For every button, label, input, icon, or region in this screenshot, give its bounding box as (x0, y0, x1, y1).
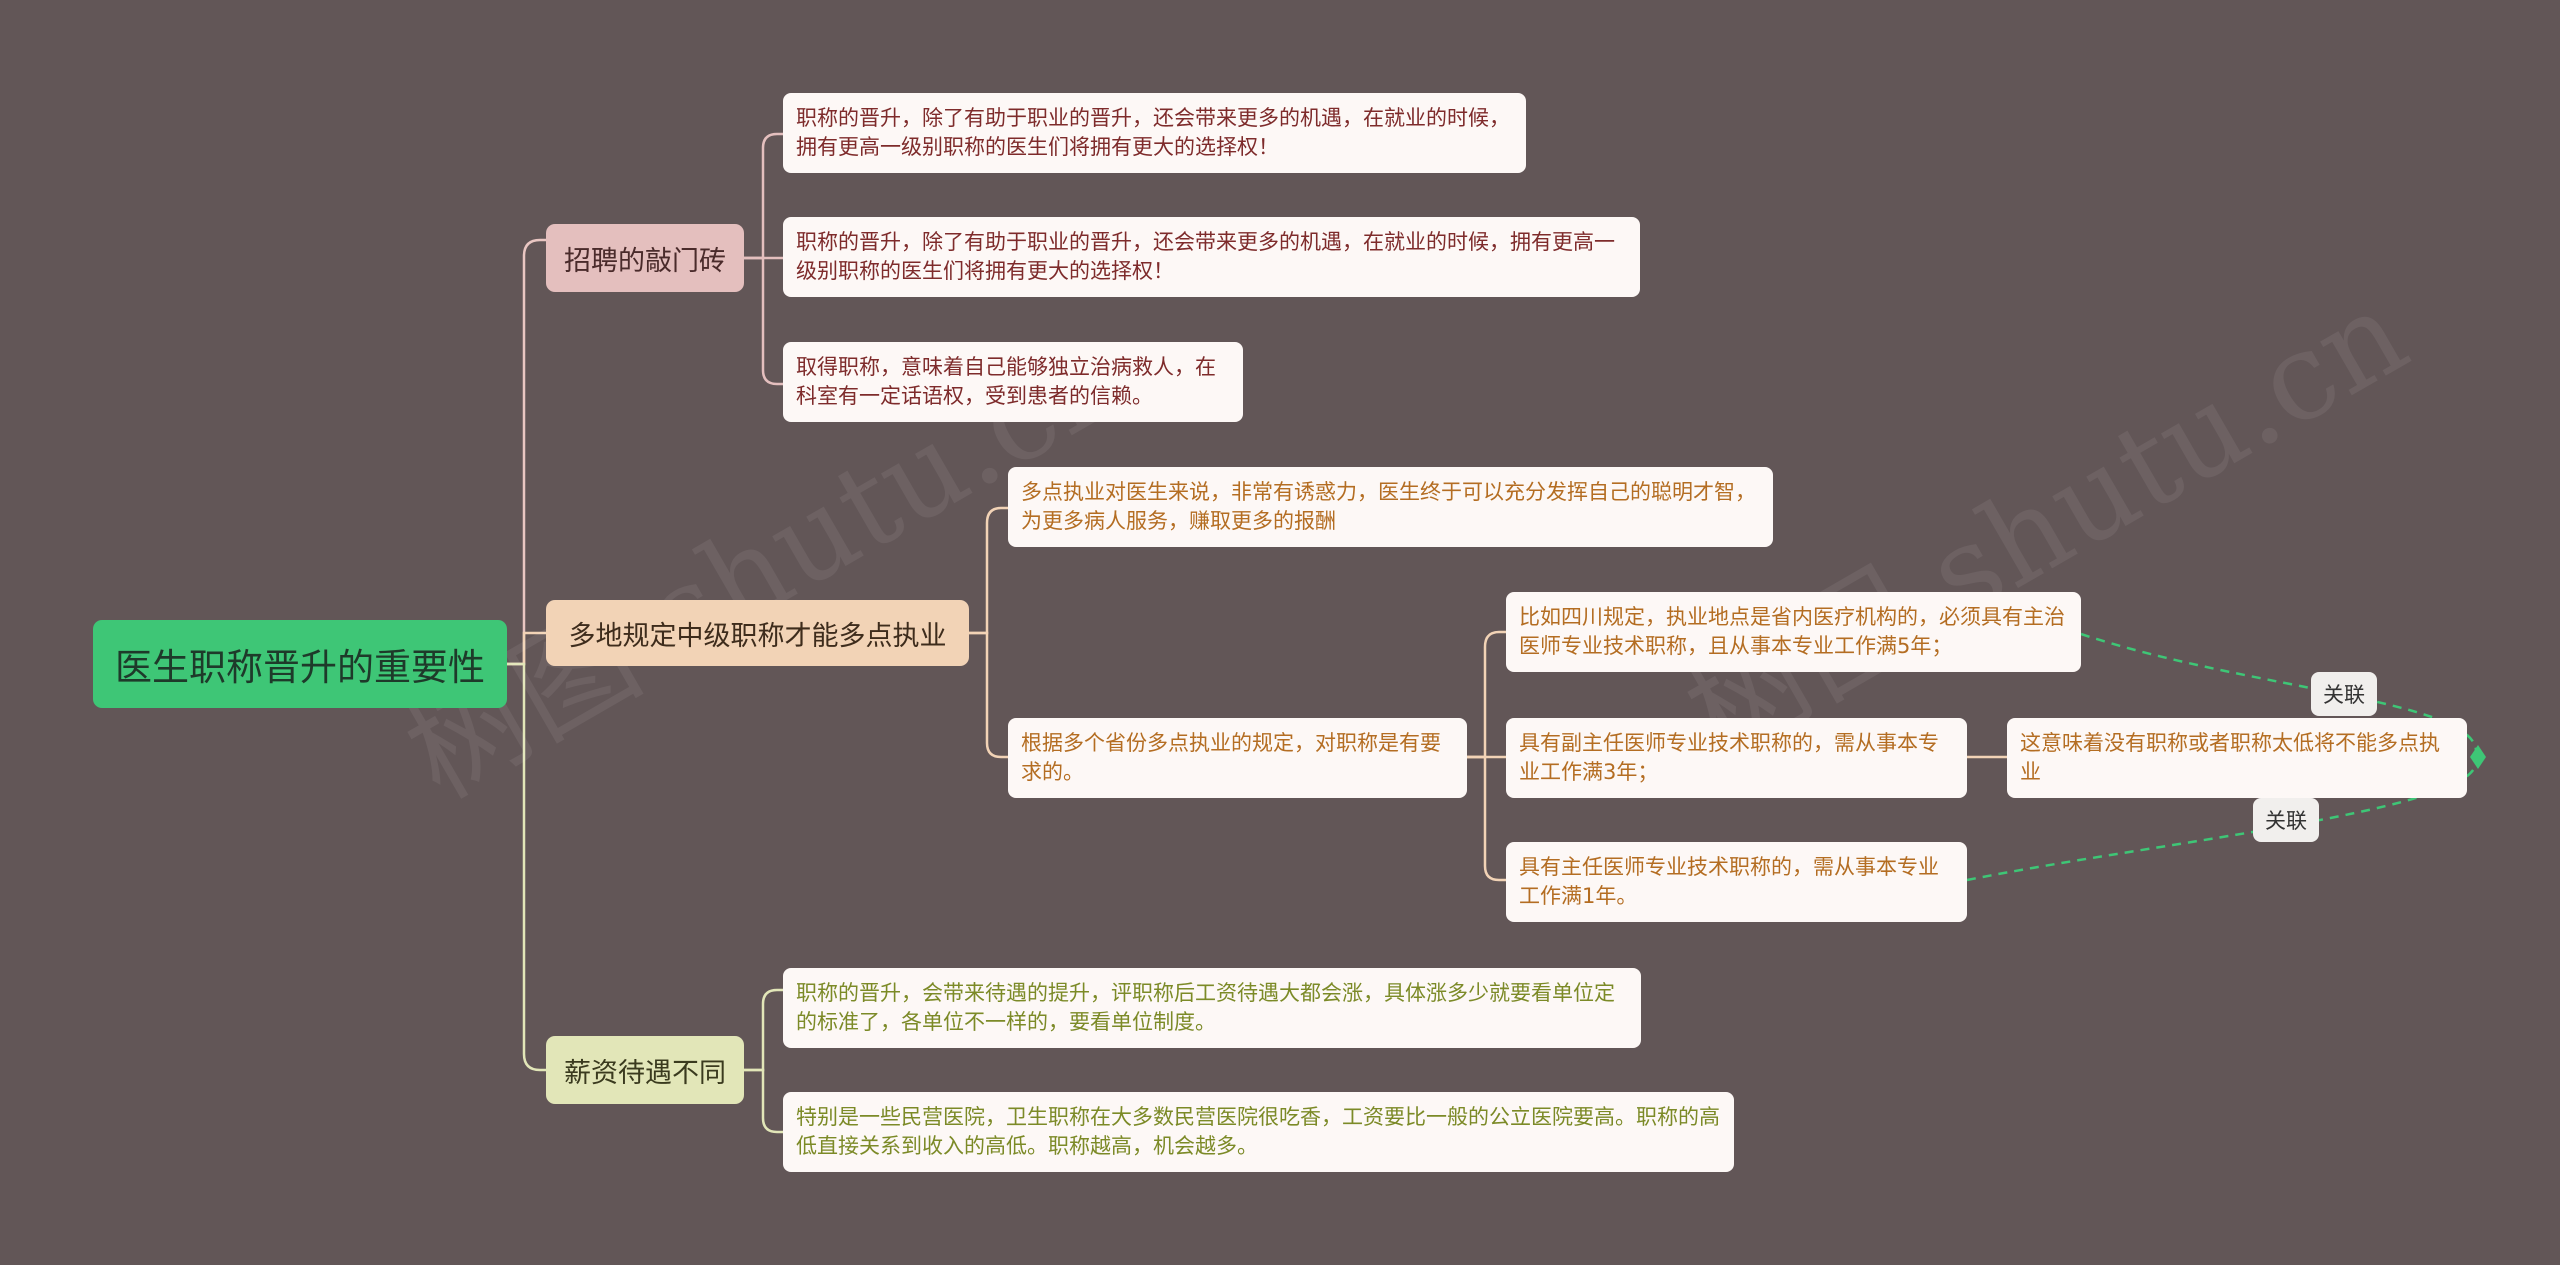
relation-label-2[interactable]: 关联 (2253, 798, 2319, 842)
leaf-recruitment-3[interactable]: 取得职称，意味着自己能够独立治病救人，在科室有一定话语权，受到患者的信赖。 (783, 342, 1243, 422)
branch-multi-site-practice[interactable]: 多地规定中级职称才能多点执业 (546, 600, 969, 666)
leaf-province-rules[interactable]: 根据多个省份多点执业的规定，对职称是有要求的。 (1008, 718, 1467, 798)
leaf-recruitment-2[interactable]: 职称的晋升，除了有助于职业的晋升，还会带来更多的机遇，在就业的时候，拥有更高一级… (783, 217, 1640, 297)
leaf-recruitment-1[interactable]: 职称的晋升，除了有助于职业的晋升，还会带来更多的机遇，在就业的时候，拥有更高一级… (783, 93, 1526, 173)
leaf-chief-rule[interactable]: 具有主任医师专业技术职称的，需从事本专业工作满1年。 (1506, 842, 1967, 922)
leaf-salary-1[interactable]: 职称的晋升，会带来待遇的提升，评职称后工资待遇大都会涨，具体涨多少就要看单位定的… (783, 968, 1641, 1048)
branch-salary[interactable]: 薪资待遇不同 (546, 1036, 744, 1104)
leaf-sichuan-rule[interactable]: 比如四川规定，执业地点是省内医疗机构的，必须具有主治医师专业技术职称，且从事本专… (1506, 592, 2081, 672)
root-topic[interactable]: 医生职称晋升的重要性 (93, 620, 507, 708)
leaf-salary-2[interactable]: 特别是一些民营医院，卫生职称在大多数民营医院很吃香，工资要比一般的公立医院要高。… (783, 1092, 1734, 1172)
leaf-implication[interactable]: 这意味着没有职称或者职称太低将不能多点执业 (2007, 718, 2467, 798)
leaf-multi-site-appeal[interactable]: 多点执业对医生来说，非常有诱惑力，医生终于可以充分发挥自己的聪明才智，为更多病人… (1008, 467, 1773, 547)
relation-label-1[interactable]: 关联 (2311, 672, 2377, 716)
leaf-deputy-chief-rule[interactable]: 具有副主任医师专业技术职称的，需从事本专业工作满3年； (1506, 718, 1967, 798)
branch-recruitment[interactable]: 招聘的敲门砖 (546, 224, 744, 292)
